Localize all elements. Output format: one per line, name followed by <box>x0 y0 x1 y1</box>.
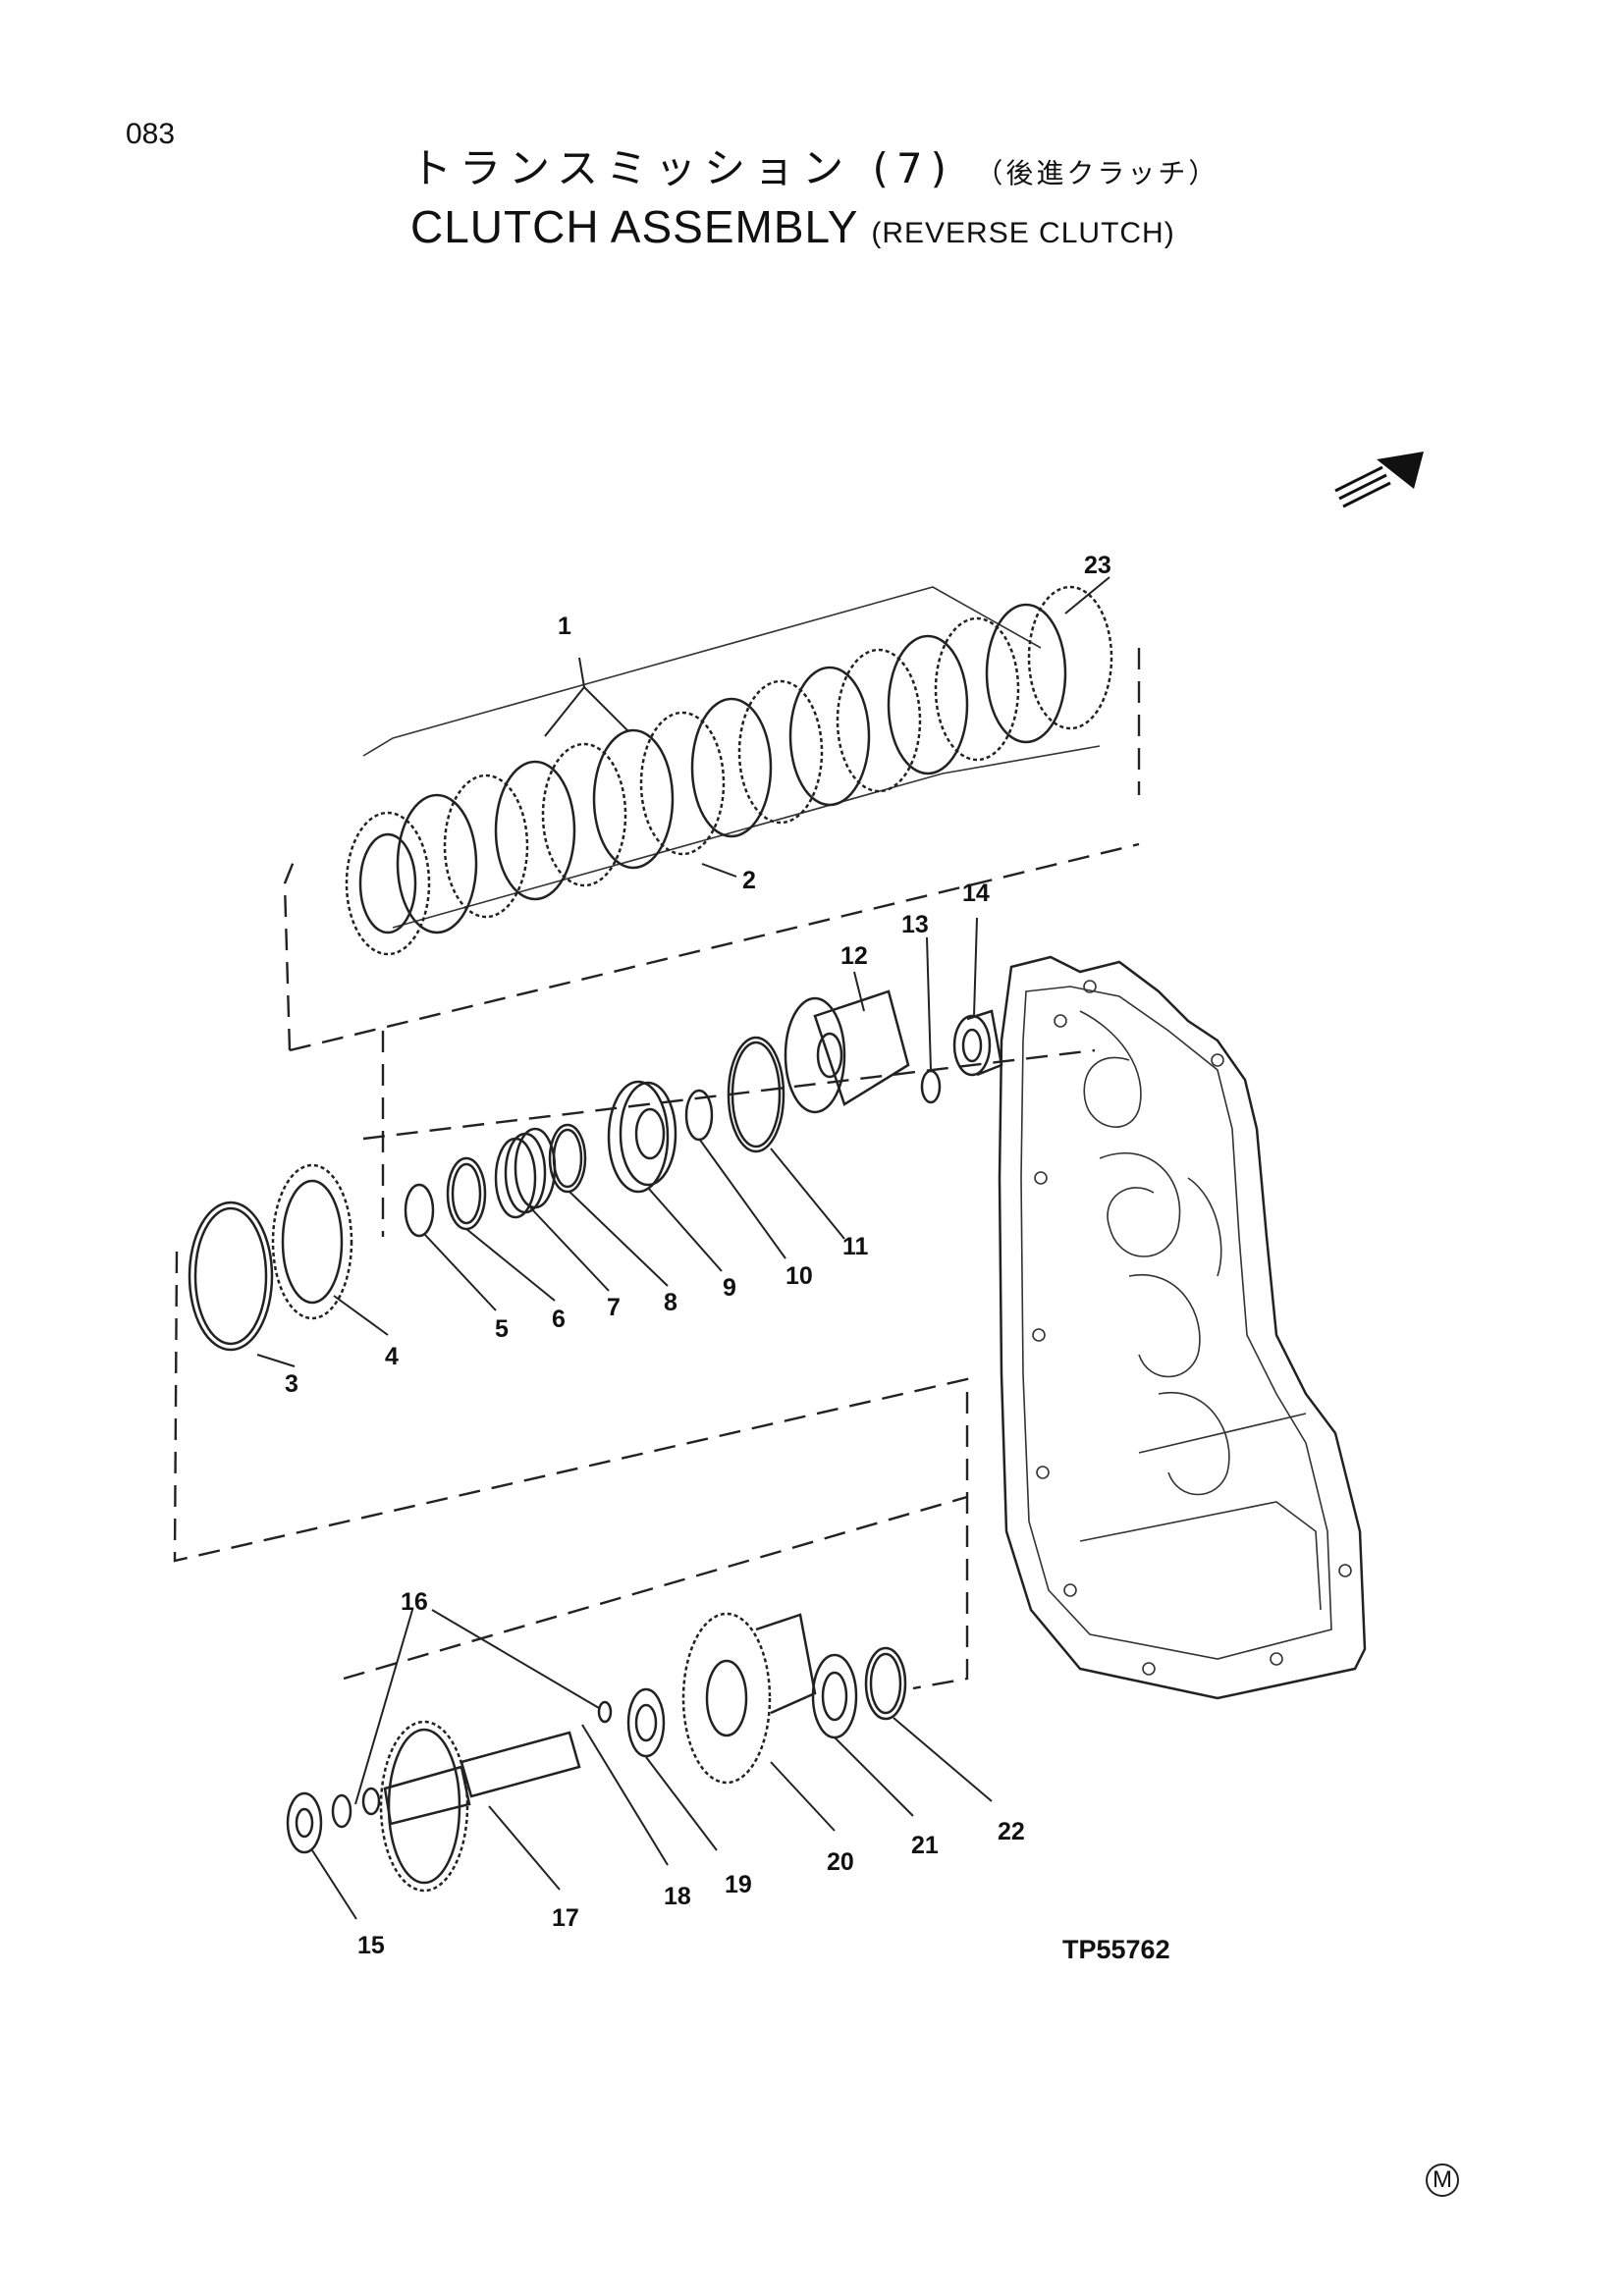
callout-16: 16 <box>401 1588 428 1616</box>
callout-3: 3 <box>285 1370 298 1398</box>
callout-9: 9 <box>723 1274 736 1302</box>
callout-18: 18 <box>664 1883 691 1910</box>
assembly-guide-lines <box>173 648 1141 1690</box>
callout-11: 11 <box>842 1233 869 1260</box>
title-english: CLUTCH ASSEMBLY (REVERSE CLUTCH) <box>410 200 1175 253</box>
callout-15: 15 <box>357 1932 385 1959</box>
title-japanese: トランスミッション (7) （後進クラッチ） <box>410 135 1218 195</box>
callout-8: 8 <box>664 1289 677 1316</box>
callout-23: 23 <box>1084 552 1111 579</box>
callout-labels: 1 2 3 4 5 6 7 8 9 10 11 12 13 14 15 16 1… <box>285 552 1170 1964</box>
title-en-sub: (REVERSE CLUTCH) <box>871 217 1175 249</box>
direction-arrow-icon <box>1334 452 1424 508</box>
callout-21: 21 <box>911 1832 939 1859</box>
callout-4: 4 <box>385 1343 399 1370</box>
shaft-and-gear-components <box>286 1612 907 1893</box>
callout-5: 5 <box>495 1315 509 1343</box>
callout-14: 14 <box>962 880 990 907</box>
title-en-main: CLUTCH ASSEMBLY <box>410 201 858 252</box>
callout-10: 10 <box>785 1262 813 1290</box>
figure-code: TP55762 <box>1062 1935 1170 1964</box>
page-number: 083 <box>126 118 176 150</box>
callout-7: 7 <box>607 1294 621 1321</box>
callout-20: 20 <box>827 1848 854 1876</box>
callout-6: 6 <box>552 1306 566 1333</box>
callout-22: 22 <box>998 1818 1025 1845</box>
callout-13: 13 <box>901 911 929 938</box>
callout-12: 12 <box>840 942 868 970</box>
callout-17: 17 <box>552 1904 579 1932</box>
title-jp-sub: （後進クラッチ） <box>975 157 1219 189</box>
clutch-components <box>188 989 1003 1352</box>
callout-1: 1 <box>558 613 571 640</box>
callout-leaders <box>256 576 1110 1920</box>
title-jp-main: トランスミッション (7) <box>410 144 955 192</box>
footer-mark: M <box>1426 2163 1459 2197</box>
callout-2: 2 <box>742 867 756 894</box>
callout-19: 19 <box>725 1871 752 1898</box>
transmission-housing <box>998 955 1367 1700</box>
clutch-disc-pack <box>345 585 1113 956</box>
